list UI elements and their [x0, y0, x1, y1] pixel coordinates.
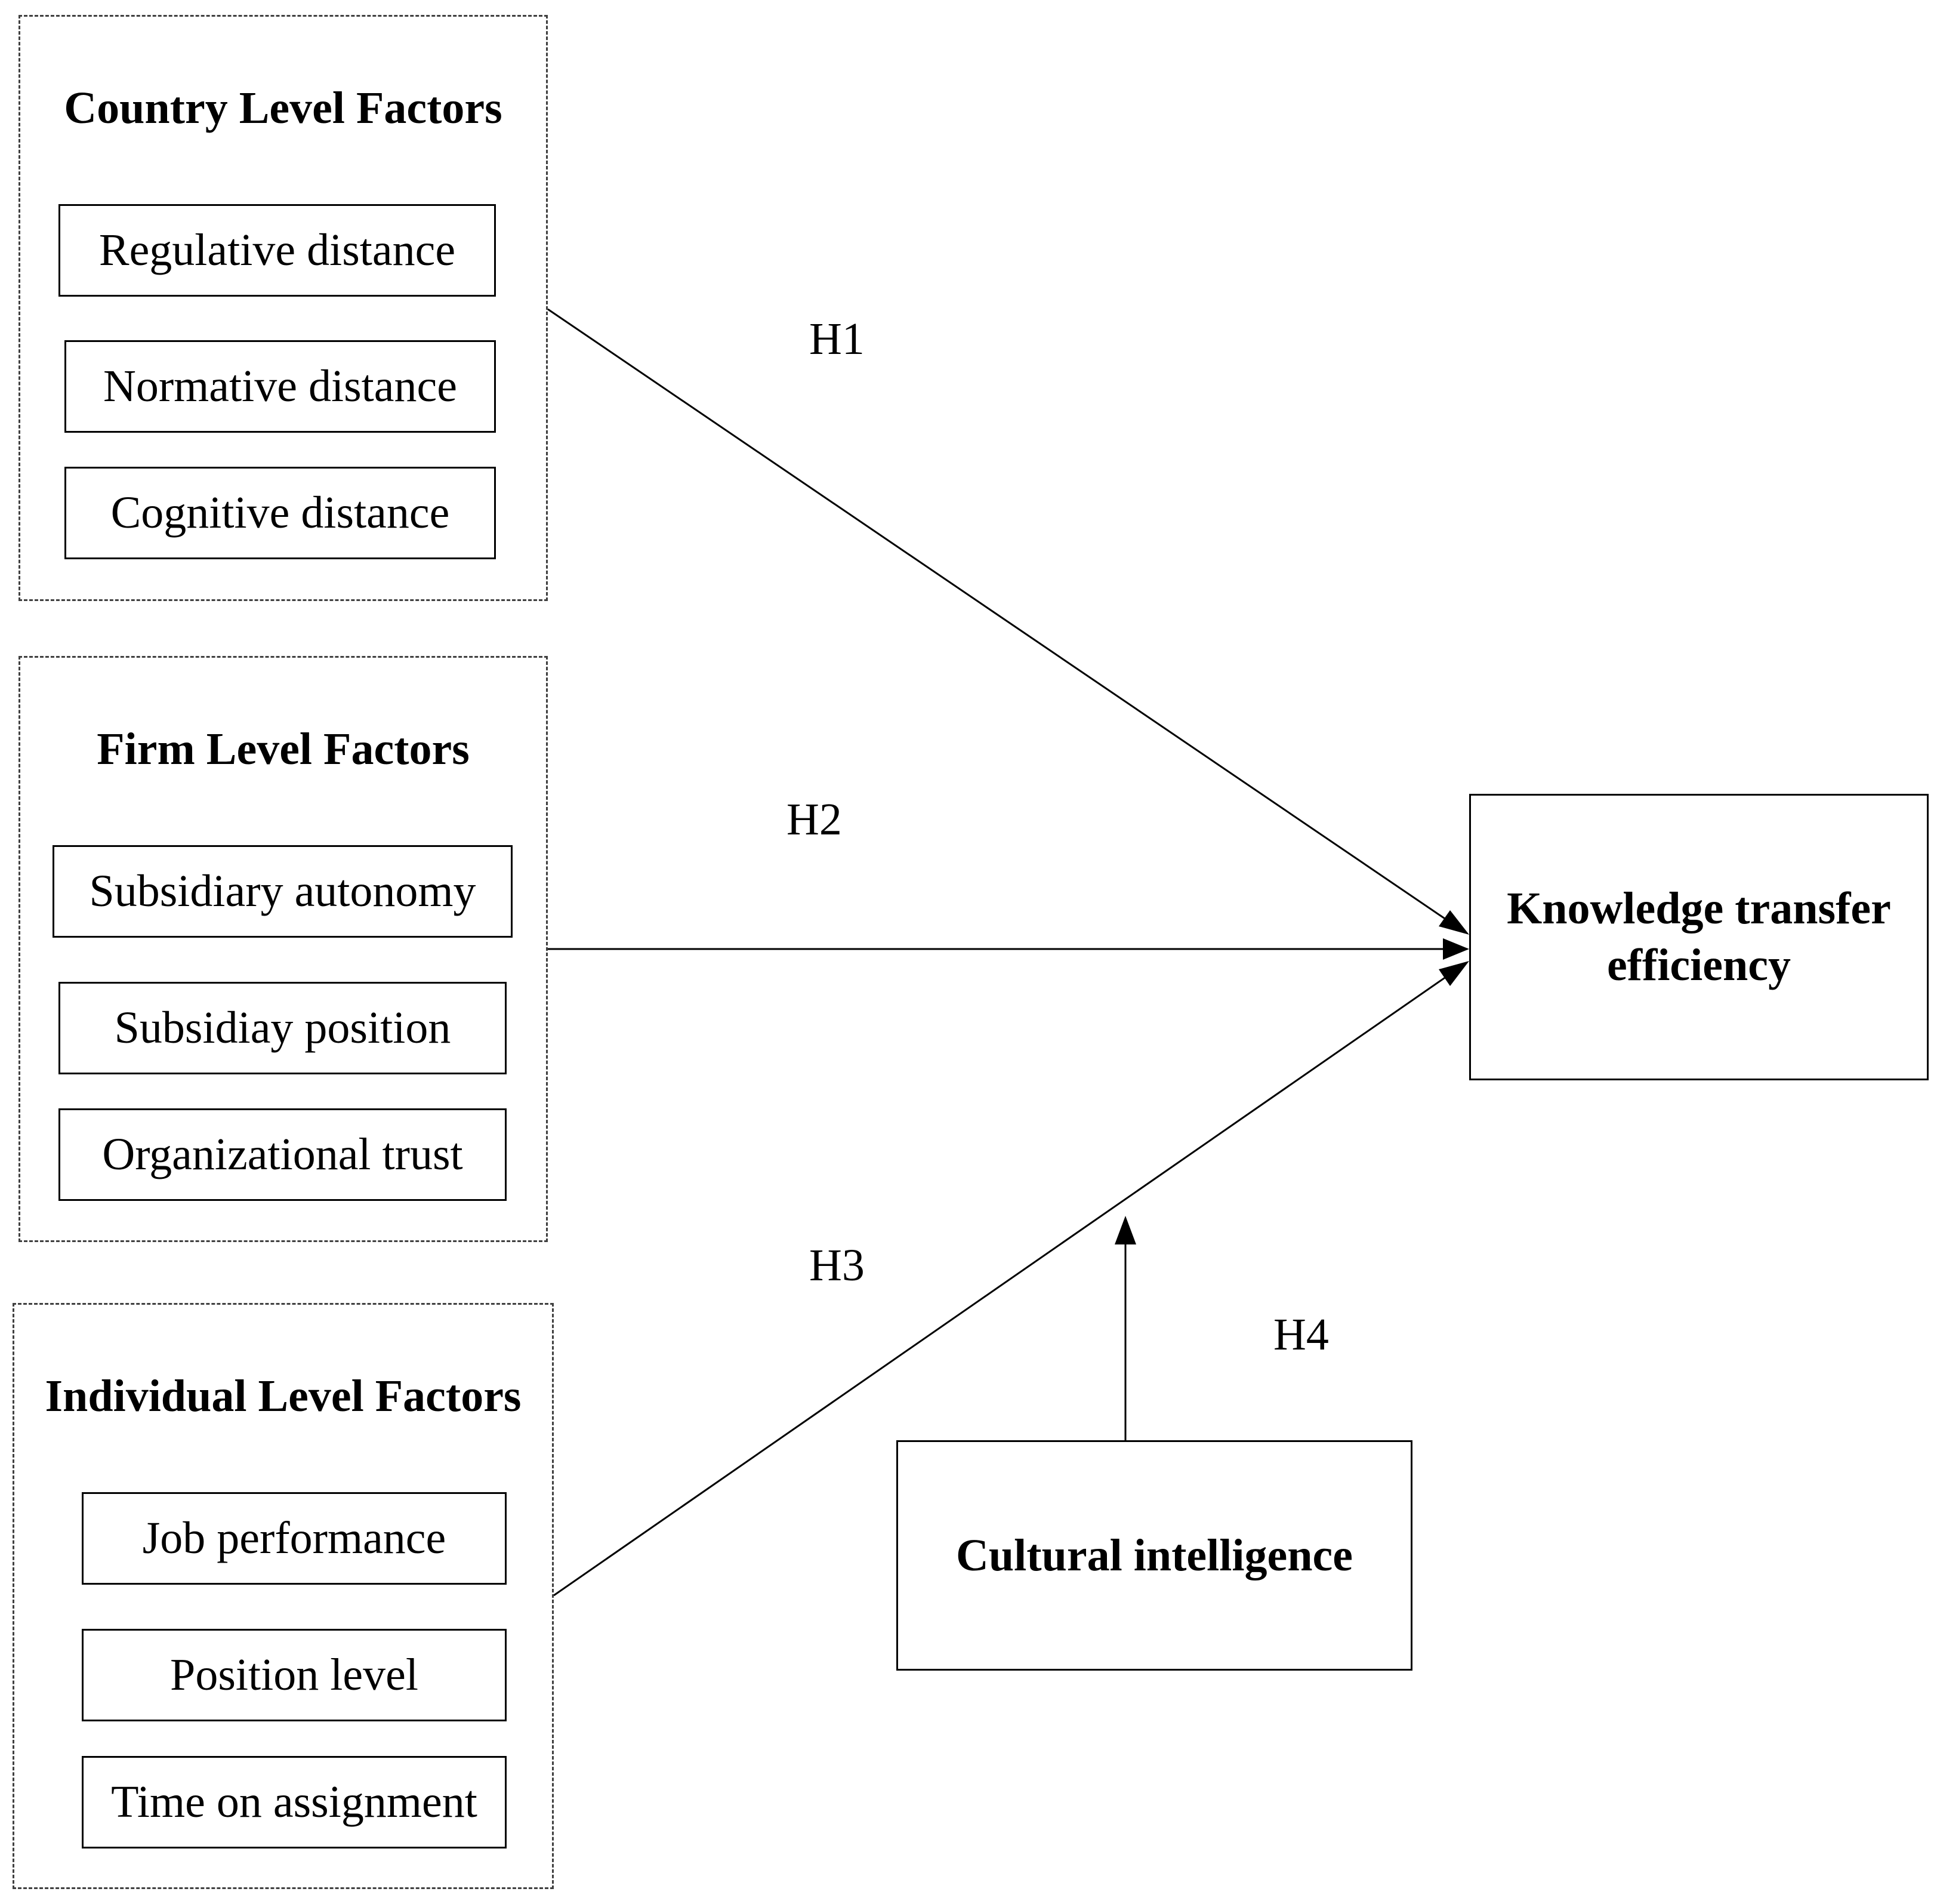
hypothesis-h4-label: H4: [1273, 1310, 1329, 1360]
factor-subsidiay-position: Subsidiay position: [58, 982, 507, 1074]
individual-level-factors-group: Individual Level Factors: [13, 1303, 554, 1889]
h3-arrow-line: [553, 973, 1451, 1597]
hypothesis-h2-label: H2: [786, 794, 842, 845]
h3-arrowhead: [1439, 961, 1469, 986]
factor-position-level: Position level: [82, 1629, 507, 1721]
factor-regulative-distance: Regulative distance: [58, 204, 496, 297]
cultural-intelligence-box: Cultural intelligence: [896, 1440, 1412, 1671]
country-level-factors-title: Country Level Factors: [64, 83, 502, 133]
factor-subsidiary-autonomy: Subsidiary autonomy: [53, 845, 513, 938]
h2-arrowhead: [1443, 938, 1469, 960]
h1-arrow-line: [547, 308, 1451, 923]
country-level-factors-group: Country Level Factors: [18, 15, 548, 601]
factor-job-performance: Job performance: [82, 1492, 507, 1585]
h4-arrowhead: [1115, 1216, 1136, 1244]
factor-cognitive-distance: Cognitive distance: [64, 467, 496, 559]
individual-level-factors-title: Individual Level Factors: [45, 1371, 522, 1421]
h1-arrowhead: [1439, 910, 1469, 935]
hypothesis-h3-label: H3: [809, 1240, 865, 1290]
factor-normative-distance: Normative distance: [64, 340, 496, 433]
firm-level-factors-title: Firm Level Factors: [97, 724, 470, 774]
outcome-label-line2: efficiency: [1606, 940, 1791, 990]
knowledge-transfer-efficiency-box: Knowledge transfer efficiency: [1469, 794, 1929, 1080]
outcome-label-line1: Knowledge transfer: [1507, 883, 1891, 933]
factor-organizational-trust: Organizational trust: [58, 1108, 507, 1201]
factor-time-on-assignment: Time on assignment: [82, 1756, 507, 1848]
firm-level-factors-group: Firm Level Factors: [18, 656, 548, 1242]
hypothesis-h1-label: H1: [809, 314, 865, 364]
moderator-label: Cultural intelligence: [956, 1530, 1353, 1580]
